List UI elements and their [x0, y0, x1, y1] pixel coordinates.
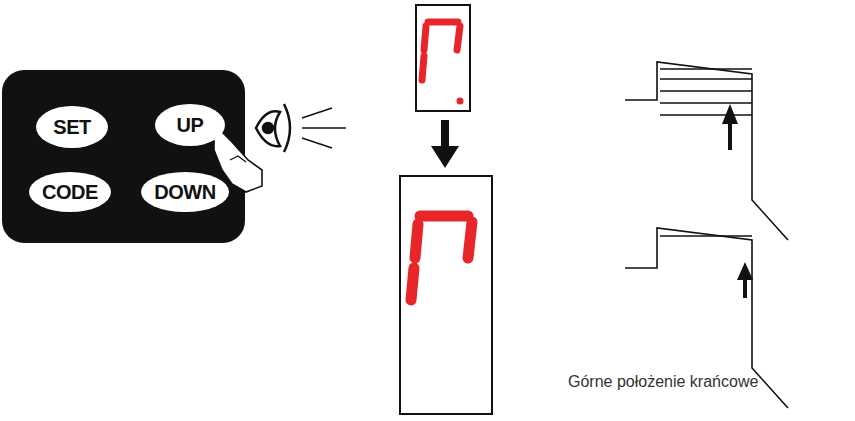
hand-detail — [230, 156, 246, 162]
keypad-button: UP — [155, 104, 225, 146]
keypad-body — [2, 70, 245, 243]
eye-symbol — [256, 104, 346, 152]
arrow-up — [722, 104, 738, 150]
position-caption: Górne położenie krańcowe — [568, 373, 758, 391]
seven-segment-digit — [411, 216, 472, 300]
seven-segment-digit — [422, 22, 460, 80]
door-opening — [625, 62, 788, 240]
button-label: SET — [53, 116, 90, 139]
button-label: CODE — [42, 181, 98, 204]
arrow-up — [737, 262, 753, 298]
display-large — [400, 176, 492, 414]
arrow-down — [431, 120, 459, 168]
keypad-button: SET — [36, 106, 108, 148]
button-label: UP — [177, 114, 204, 137]
keypad-button: CODE — [29, 172, 111, 212]
display-small — [416, 5, 470, 111]
decimal-point — [457, 98, 464, 105]
keypad-button: DOWN — [141, 172, 228, 212]
button-label: DOWN — [154, 181, 215, 204]
